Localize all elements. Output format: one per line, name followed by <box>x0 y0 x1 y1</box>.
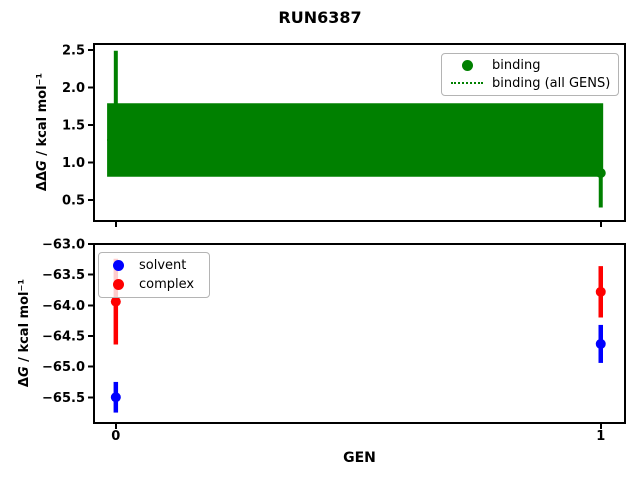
binding-point-gen1 <box>595 168 606 178</box>
y-tick-label: 0.5 <box>62 194 85 209</box>
all-gens-band <box>107 103 604 177</box>
solvent-point-gen0 <box>110 392 121 403</box>
dotted-line-icon <box>451 82 483 85</box>
legend-entry-binding-all-gens: binding (all GENS) <box>450 75 610 93</box>
y-tick-label: 1.0 <box>62 156 85 171</box>
x-tick-label: 0 <box>111 429 120 444</box>
legend-label: binding <box>492 58 541 74</box>
y-tick-label: −64.0 <box>42 299 85 314</box>
y-tick-label: 2.5 <box>62 44 85 59</box>
x-tick-label: 1 <box>596 429 605 444</box>
legend-entry-complex: complex <box>107 275 201 294</box>
binding-marker-icon <box>461 60 473 72</box>
legend-label: solvent <box>139 258 187 273</box>
solvent-point-gen1 <box>595 338 606 349</box>
solvent-marker-icon <box>112 260 124 271</box>
x-axis-label: GEN <box>343 450 376 466</box>
legend-label: complex <box>139 277 195 292</box>
axes-frame <box>93 243 626 424</box>
legend-bottom: solvent complex <box>98 252 210 298</box>
legend-top: binding binding (all GENS) <box>441 53 619 96</box>
axes-frame <box>93 43 626 222</box>
legend-entry-binding: binding <box>450 57 610 75</box>
y-tick-label: −64.5 <box>42 329 85 344</box>
figure-title: RUN6387 <box>278 8 362 27</box>
complex-point-gen0 <box>110 296 121 307</box>
y-tick-label: −65.5 <box>42 391 85 406</box>
y-tick-label: 1.5 <box>62 119 85 134</box>
y-tick-label: −63.0 <box>42 238 85 253</box>
legend-entry-solvent: solvent <box>107 256 201 275</box>
y-tick-label: 2.0 <box>62 81 85 96</box>
y-tick-label: −65.0 <box>42 360 85 375</box>
complex-marker-icon <box>112 279 124 290</box>
y-tick-label: −63.5 <box>42 268 85 283</box>
top-plot: 0.5 1.0 1.5 2.0 2.5 <box>62 43 626 227</box>
legend-label: binding (all GENS) <box>492 75 611 91</box>
complex-point-gen1 <box>595 286 606 297</box>
binding-point-gen0 <box>110 107 121 118</box>
bottom-plot: −65.5 −65.0 −64.5 −64.0 −63.5 −63.0 0 1 <box>42 238 626 444</box>
